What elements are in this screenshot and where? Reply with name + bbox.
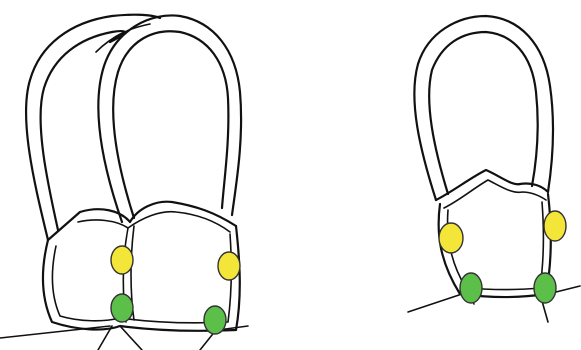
- left-box-outline-inner: [53, 234, 232, 323]
- right-loop-inner: [429, 32, 538, 194]
- left-sketch: [0, 15, 248, 350]
- right-green-marker-2: [534, 273, 556, 303]
- left-green-marker-1: [111, 294, 133, 322]
- left-front-loop-outer: [98, 15, 241, 222]
- left-green-marker-2: [204, 306, 226, 334]
- left-box-top-edge-inner: [78, 212, 230, 232]
- left-yellow-marker-1: [111, 246, 133, 274]
- left-back-loop-outer: [26, 15, 160, 240]
- right-base-line-1: [408, 294, 462, 312]
- left-base-line-1: [0, 326, 110, 338]
- left-front-loop-inner: [113, 31, 228, 218]
- left-box-top-edge: [48, 202, 236, 240]
- right-sketch: [408, 16, 580, 322]
- right-yellow-marker-2: [544, 211, 566, 241]
- right-yellow-marker-1: [439, 223, 463, 253]
- left-back-loop-inner: [41, 31, 125, 230]
- left-base-line-3: [120, 326, 142, 350]
- left-yellow-marker-2: [218, 252, 240, 280]
- right-green-marker-1: [460, 273, 482, 303]
